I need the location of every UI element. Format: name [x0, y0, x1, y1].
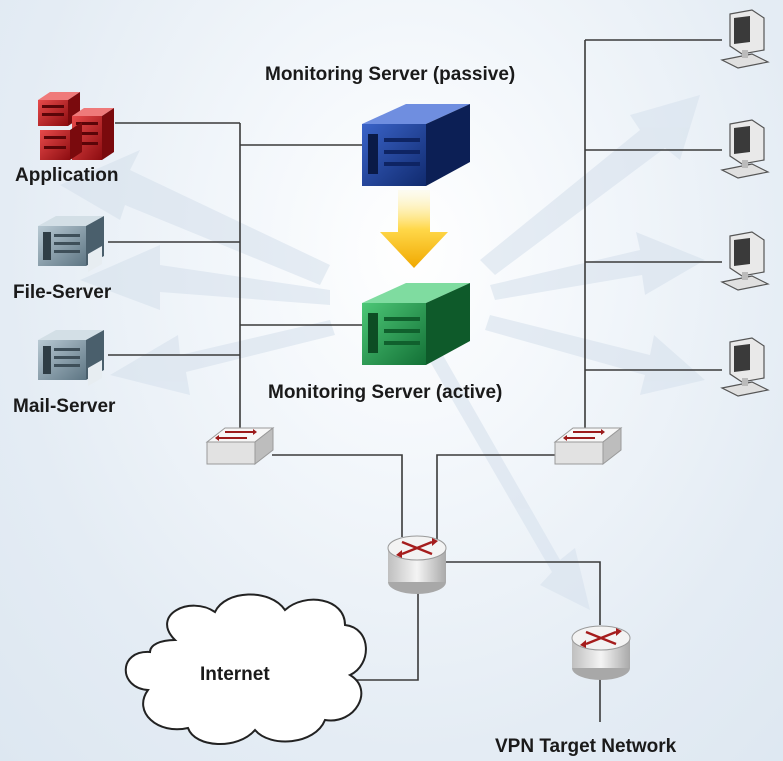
file-server-label: File-Server	[13, 282, 112, 303]
internet-label: Internet	[200, 664, 270, 685]
monitoring-passive-label: Monitoring Server (passive)	[265, 64, 516, 85]
background-arrows	[60, 95, 705, 610]
vpn-target-label: VPN Target Network	[495, 736, 677, 757]
mail-server-icon	[38, 330, 104, 386]
mail-server-label: Mail-Server	[13, 396, 116, 417]
workstation-icon	[720, 9, 770, 69]
cloud-icon	[124, 593, 367, 745]
monitoring-server-passive-icon	[362, 104, 470, 186]
file-server-icon	[38, 216, 104, 272]
application-server-icon	[38, 92, 114, 160]
router-icon	[387, 535, 447, 594]
connections	[108, 39, 722, 722]
workstation-icon	[720, 231, 770, 291]
router-icon	[571, 625, 631, 680]
workstation-icon	[720, 337, 770, 397]
switch-icon	[205, 426, 275, 466]
monitoring-server-active-icon	[362, 283, 470, 365]
failover-arrow-icon	[380, 190, 448, 268]
application-label: Application	[15, 165, 119, 186]
switch-icon	[553, 426, 623, 466]
workstation-icon	[720, 119, 770, 179]
monitoring-active-label: Monitoring Server (active)	[268, 382, 503, 403]
